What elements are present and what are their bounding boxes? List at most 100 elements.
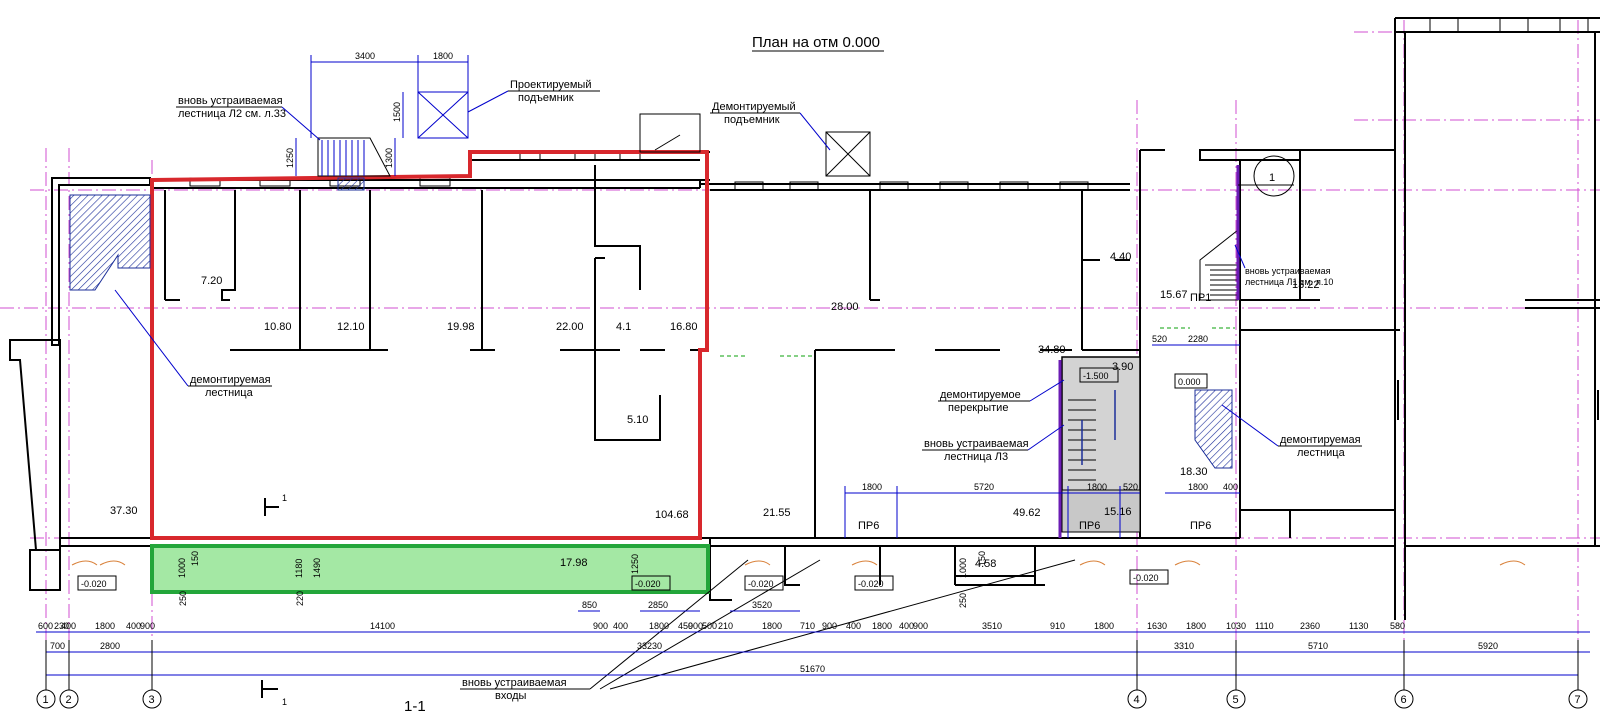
dimension-label: 900 xyxy=(593,621,608,631)
dimension-label: 1030 xyxy=(1226,621,1246,631)
level-mark: -0.020 xyxy=(858,579,884,589)
room-area: 4.40 xyxy=(1110,251,1131,263)
note-stair-demo-right: лестница xyxy=(1297,447,1346,459)
opening-labels: ПР1 ПР6 ПР6 ПР6 xyxy=(858,292,1211,532)
top-dimensions: 3400 1800 1500 1250 1300 xyxy=(285,51,469,176)
axis-label: 5 xyxy=(1233,694,1239,706)
svg-text:520: 520 xyxy=(1123,482,1138,492)
room-area: 28.00 xyxy=(831,301,859,313)
axis-label: 4 xyxy=(1134,694,1140,706)
highlight-green-zone xyxy=(150,544,710,594)
section-mark-1: 1 1 1-1 xyxy=(261,493,426,715)
svg-text:2850: 2850 xyxy=(648,600,668,610)
stair-l3 xyxy=(1058,356,1141,538)
svg-text:1000: 1000 xyxy=(177,558,187,578)
bottom-dimensions-row2-labels: 700 2800 33230 3310 5710 5920 xyxy=(50,641,1498,651)
note-stair-l1: вновь устраиваемая xyxy=(1245,266,1331,276)
lift-new xyxy=(417,91,469,139)
svg-text:250: 250 xyxy=(178,591,188,606)
room-area: 15.67 xyxy=(1160,289,1188,301)
note-lift-demo: подъемник xyxy=(724,114,780,126)
axis-bubble: 3 xyxy=(142,689,162,709)
drawing-title: План на отм 0.000 xyxy=(752,34,880,51)
axis-bubble: 4 xyxy=(1127,689,1147,709)
room-area: 15.16 xyxy=(1104,506,1132,518)
room-area: 104.68 xyxy=(655,509,689,521)
dimension-label: 1800 xyxy=(649,621,669,631)
axis-label: 3 xyxy=(149,694,155,706)
dimension-label: 400 xyxy=(899,621,914,631)
dimension-label: 400 xyxy=(61,621,76,631)
dimension-label: 1130 xyxy=(1349,621,1368,631)
svg-text:1250: 1250 xyxy=(285,148,295,168)
level-mark: -0.020 xyxy=(1133,573,1159,583)
dimension-label: 910 xyxy=(1050,621,1065,631)
room-area: 3.90 xyxy=(1112,361,1133,373)
stair-l2 xyxy=(317,137,391,177)
dimension-label: 500 xyxy=(702,621,717,631)
dimension-label: 210 xyxy=(718,621,733,631)
svg-text:3520: 3520 xyxy=(752,600,772,610)
svg-text:1000: 1000 xyxy=(958,558,968,578)
section-callout: 1 xyxy=(1238,155,1295,197)
axis-label: 6 xyxy=(1401,694,1407,706)
level-mark: -1.500 xyxy=(1083,371,1109,381)
dimension-label: 400 xyxy=(613,621,628,631)
svg-text:150: 150 xyxy=(977,551,987,566)
dimension-label: 1800 xyxy=(95,621,115,631)
room-area: 17.98 xyxy=(560,557,588,569)
note-stair-demo-left: демонтируемая xyxy=(190,374,271,386)
svg-text:850: 850 xyxy=(582,600,597,610)
level-mark: 0.000 xyxy=(1178,377,1201,387)
axis-bubble: 7 xyxy=(1568,689,1588,709)
svg-text:1800: 1800 xyxy=(862,482,882,492)
dimension-label: 1110 xyxy=(1255,621,1274,631)
note-stair-demo-left: лестница xyxy=(205,387,254,399)
room-area: 4.58 xyxy=(975,558,996,570)
level-marks: -0.020 -0.020 -0.020 -0.020 -0.020 -1.50… xyxy=(77,367,1208,591)
svg-text:33230: 33230 xyxy=(637,641,662,651)
level-mark: -0.020 xyxy=(81,579,107,589)
svg-text:1: 1 xyxy=(1269,172,1275,184)
room-area: 49.62 xyxy=(1013,507,1041,519)
callout-notes: Проектируемый подъемник Демонтируемый по… xyxy=(114,79,1362,702)
room-area: 4.1 xyxy=(616,321,631,333)
room-area: 13.22 xyxy=(1292,279,1320,291)
mid-dimensions: 1800 5720 1800 520 1800 400 520 2280 xyxy=(844,334,1240,538)
stair-l1 xyxy=(1199,165,1240,301)
svg-text:1: 1 xyxy=(282,493,287,503)
room-area: 18.30 xyxy=(1180,466,1208,478)
axis-label: 2 xyxy=(66,694,72,706)
note-lift-new: подъемник xyxy=(518,92,574,104)
svg-text:1800: 1800 xyxy=(1087,482,1107,492)
svg-text:5720: 5720 xyxy=(974,482,994,492)
section-title: 1-1 xyxy=(404,698,426,715)
room-labels: 7.20 10.80 12.10 19.98 22.00 4.1 16.80 5… xyxy=(110,251,1320,570)
room-area: 19.98 xyxy=(447,321,475,333)
svg-text:1800: 1800 xyxy=(433,51,453,61)
level-mark: -0.020 xyxy=(635,579,661,589)
dimension-label: 400 xyxy=(126,621,141,631)
axis-bubbles: 1 2 3 4 5 6 7 xyxy=(36,640,1588,709)
svg-text:220: 220 xyxy=(295,591,305,606)
note-stair-l2: вновь устраиваемая xyxy=(178,95,283,107)
svg-text:520: 520 xyxy=(1152,334,1167,344)
axis-label: 7 xyxy=(1575,694,1581,706)
stair-left-demolished xyxy=(69,194,151,291)
dimension-label: 900 xyxy=(913,621,928,631)
svg-text:1500: 1500 xyxy=(392,102,402,122)
axis-label: 1 xyxy=(43,694,49,706)
svg-text:2280: 2280 xyxy=(1188,334,1208,344)
axis-bubble: 1 xyxy=(36,689,56,709)
note-stair-l2: лестница Л2 см. л.33 xyxy=(178,108,286,120)
opening-label: ПР6 xyxy=(1079,520,1100,532)
dimension-label: 230 xyxy=(54,621,69,631)
highlight-red-zone xyxy=(150,150,709,540)
dimension-label: 900 xyxy=(688,621,703,631)
note-stair-l3: лестница Л3 xyxy=(944,451,1008,463)
opening-label: ПР6 xyxy=(1190,520,1211,532)
svg-text:1490: 1490 xyxy=(312,558,322,578)
note-lift-demo: Демонтируемый xyxy=(712,101,796,113)
stair-right-demolished xyxy=(1194,389,1233,469)
note-stair-demo-right: демонтируемая xyxy=(1280,434,1361,446)
